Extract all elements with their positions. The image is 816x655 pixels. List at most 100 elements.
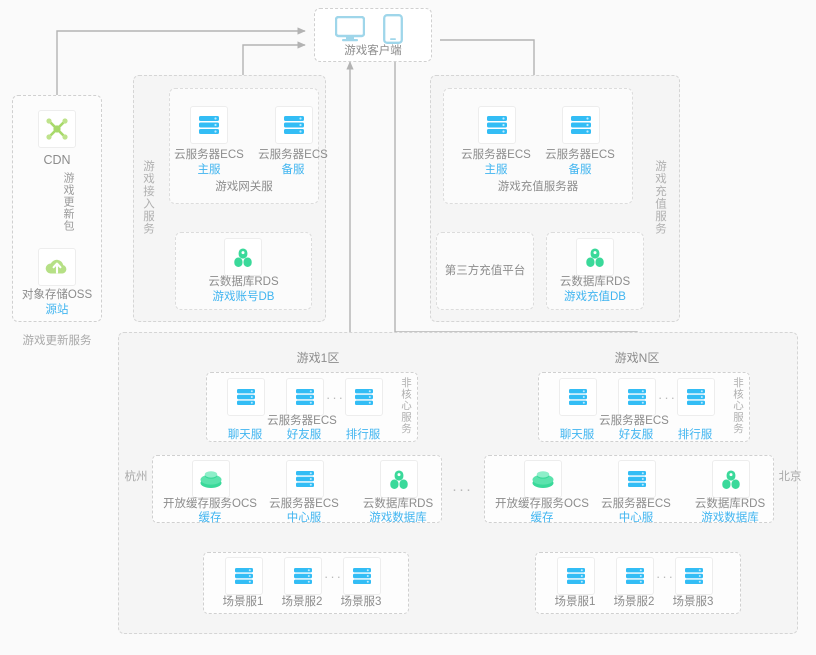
zone-0-noncore-group-label: 云服务器ECS: [267, 415, 337, 427]
oss-icon-tile: [38, 248, 76, 286]
zone-1-friend-server-icon-tile: [618, 378, 656, 416]
zone-1-scene-1-icon-tile: [557, 557, 595, 595]
access-service-vertical-label: 游戏接入服务: [142, 160, 154, 235]
zone-1-core-1-label: 云服务器ECS: [601, 498, 671, 510]
server-icon: [296, 471, 314, 487]
cdn-label: CDN: [43, 153, 71, 167]
zone-0-core-1-sublabel: 中心服: [286, 512, 322, 524]
zone-0-core-2-sublabel: 游戏数据库: [369, 512, 427, 524]
zone-1-title: 游戏N区: [614, 351, 660, 365]
update-service-section-label: 游戏更新服务: [22, 335, 92, 347]
zone-1-center-ecs-icon-tile: [618, 460, 656, 498]
recharge-ecs-standby-icon-tile: [562, 106, 600, 144]
gateway-group-label: 游戏网关服: [215, 181, 273, 193]
account-db-label: 云数据库RDS: [208, 276, 279, 288]
oss-cloud-icon: [45, 259, 67, 274]
recharge-db-label: 云数据库RDS: [559, 276, 631, 288]
zone-1-scene-2-icon-tile: [616, 557, 654, 595]
cache-icon: [532, 471, 554, 488]
server-icon: [355, 389, 373, 405]
server-icon: [353, 568, 371, 584]
recharge-node-0-label: 云服务器ECS: [461, 149, 531, 161]
zone-0-friend-server-icon-tile: [286, 378, 324, 416]
gateway-ecs-standby-icon-tile: [275, 106, 313, 144]
zone-1-ocs-icon-tile: [524, 460, 562, 498]
zone-1-scene-3-icon-tile: [675, 557, 713, 595]
server-icon: [685, 568, 703, 584]
gateway-node-0-label: 云服务器ECS: [174, 149, 244, 161]
server-icon: [199, 116, 219, 134]
server-icon: [235, 568, 253, 584]
third-party-platform-pane[interactable]: [436, 232, 534, 310]
recharge-group-label: 游戏充值服务器: [497, 181, 579, 193]
zone-0-scene-2-icon-tile: [284, 557, 322, 595]
server-icon: [284, 116, 304, 134]
server-icon: [569, 389, 587, 405]
cdn-node-icon: [46, 118, 68, 140]
oss-sublabel: 源站: [45, 304, 69, 316]
zone-1-rank-server-icon-tile: [677, 378, 715, 416]
server-icon: [567, 568, 585, 584]
recharge-node-1-sublabel: 备服: [568, 164, 592, 176]
zone-1-core-1-sublabel: 中心服: [618, 512, 654, 524]
server-icon: [296, 389, 314, 405]
zone-0-noncore-node-2-sublabel: 排行服: [345, 429, 381, 441]
zone-0-core-2-label: 云数据库RDS: [362, 498, 434, 510]
database-icon: [722, 470, 740, 489]
server-icon: [628, 471, 646, 487]
oss-label: 对象存储OSS: [21, 289, 93, 301]
account-db-icon-tile: [224, 238, 262, 276]
zone-1-scene-ellipsis: ···: [656, 569, 675, 584]
recharge-service-vertical-label: 游戏充值服务: [654, 160, 666, 235]
gateway-node-1-label: 云服务器ECS: [258, 149, 328, 161]
zone-0-scene-3-label: 场景服3: [340, 596, 382, 608]
game-client-label: 游戏客户端: [344, 45, 402, 57]
zone-0-scene-ellipsis: ···: [324, 569, 343, 584]
server-icon: [487, 116, 507, 134]
recharge-db-sublabel: 游戏充值DB: [564, 291, 626, 303]
zone-0-noncore-vertical-label: 非核心服务: [400, 377, 412, 435]
zone-1-scene-3-label: 场景服3: [672, 596, 714, 608]
update-package-link-label: 游戏更新包: [62, 172, 74, 232]
third-party-platform-label: 第三方充值平台: [444, 265, 526, 277]
zone-1-chat-server-icon-tile: [559, 378, 597, 416]
zone-1-core-2-label: 云数据库RDS: [694, 498, 766, 510]
zone-0-ocs-icon-tile: [192, 460, 230, 498]
zone-1-scene-1-label: 场景服1: [554, 596, 596, 608]
game-client-box[interactable]: 游戏客户端: [314, 8, 432, 62]
server-icon: [237, 389, 255, 405]
mobile-phone-icon: [383, 14, 403, 47]
zone-0-scene-1-label: 场景服1: [222, 596, 264, 608]
server-icon: [626, 568, 644, 584]
zone-1-noncore-group-label: 云服务器ECS: [599, 415, 669, 427]
cdn-icon-tile: [38, 110, 76, 148]
zone-0-noncore-ellipsis: ···: [326, 390, 345, 405]
zone-0-scene-1-icon-tile: [225, 557, 263, 595]
zone-0-center-ecs-icon-tile: [286, 460, 324, 498]
zone-1-noncore-node-1-sublabel: 好友服: [618, 429, 654, 441]
zone-0-noncore-node-1-sublabel: 好友服: [286, 429, 322, 441]
zone-0-scene-3-icon-tile: [343, 557, 381, 595]
zone-1-noncore-vertical-label: 非核心服务: [732, 377, 744, 435]
zone-0-core-1-label: 云服务器ECS: [269, 498, 339, 510]
zone-0-core-0-label: 开放缓存服务OCS: [163, 498, 257, 510]
zone-0-noncore-node-0-sublabel: 聊天服: [227, 429, 263, 441]
server-icon: [628, 389, 646, 405]
recharge-node-0-sublabel: 主服: [484, 164, 508, 176]
recharge-ecs-primary-icon-tile: [478, 106, 516, 144]
zone-1-core-0-sublabel: 缓存: [530, 512, 554, 524]
database-icon: [586, 248, 604, 267]
zone-0-region-label: 杭州: [124, 471, 148, 483]
cache-icon: [200, 471, 222, 488]
zone-0-core-0-sublabel: 缓存: [198, 512, 222, 524]
monitor-icon: [334, 15, 366, 45]
zone-1-noncore-node-2-sublabel: 排行服: [677, 429, 713, 441]
gateway-node-0-sublabel: 主服: [197, 164, 221, 176]
zone-0-rds-icon-tile: [380, 460, 418, 498]
zone-0-scene-2-label: 场景服2: [281, 596, 323, 608]
zone-0-title: 游戏1区: [296, 351, 340, 365]
zone-1-core-0-label: 开放缓存服务OCS: [495, 498, 589, 510]
zone-1-region-label: 北京: [778, 471, 802, 483]
recharge-server-pane[interactable]: [443, 88, 633, 204]
